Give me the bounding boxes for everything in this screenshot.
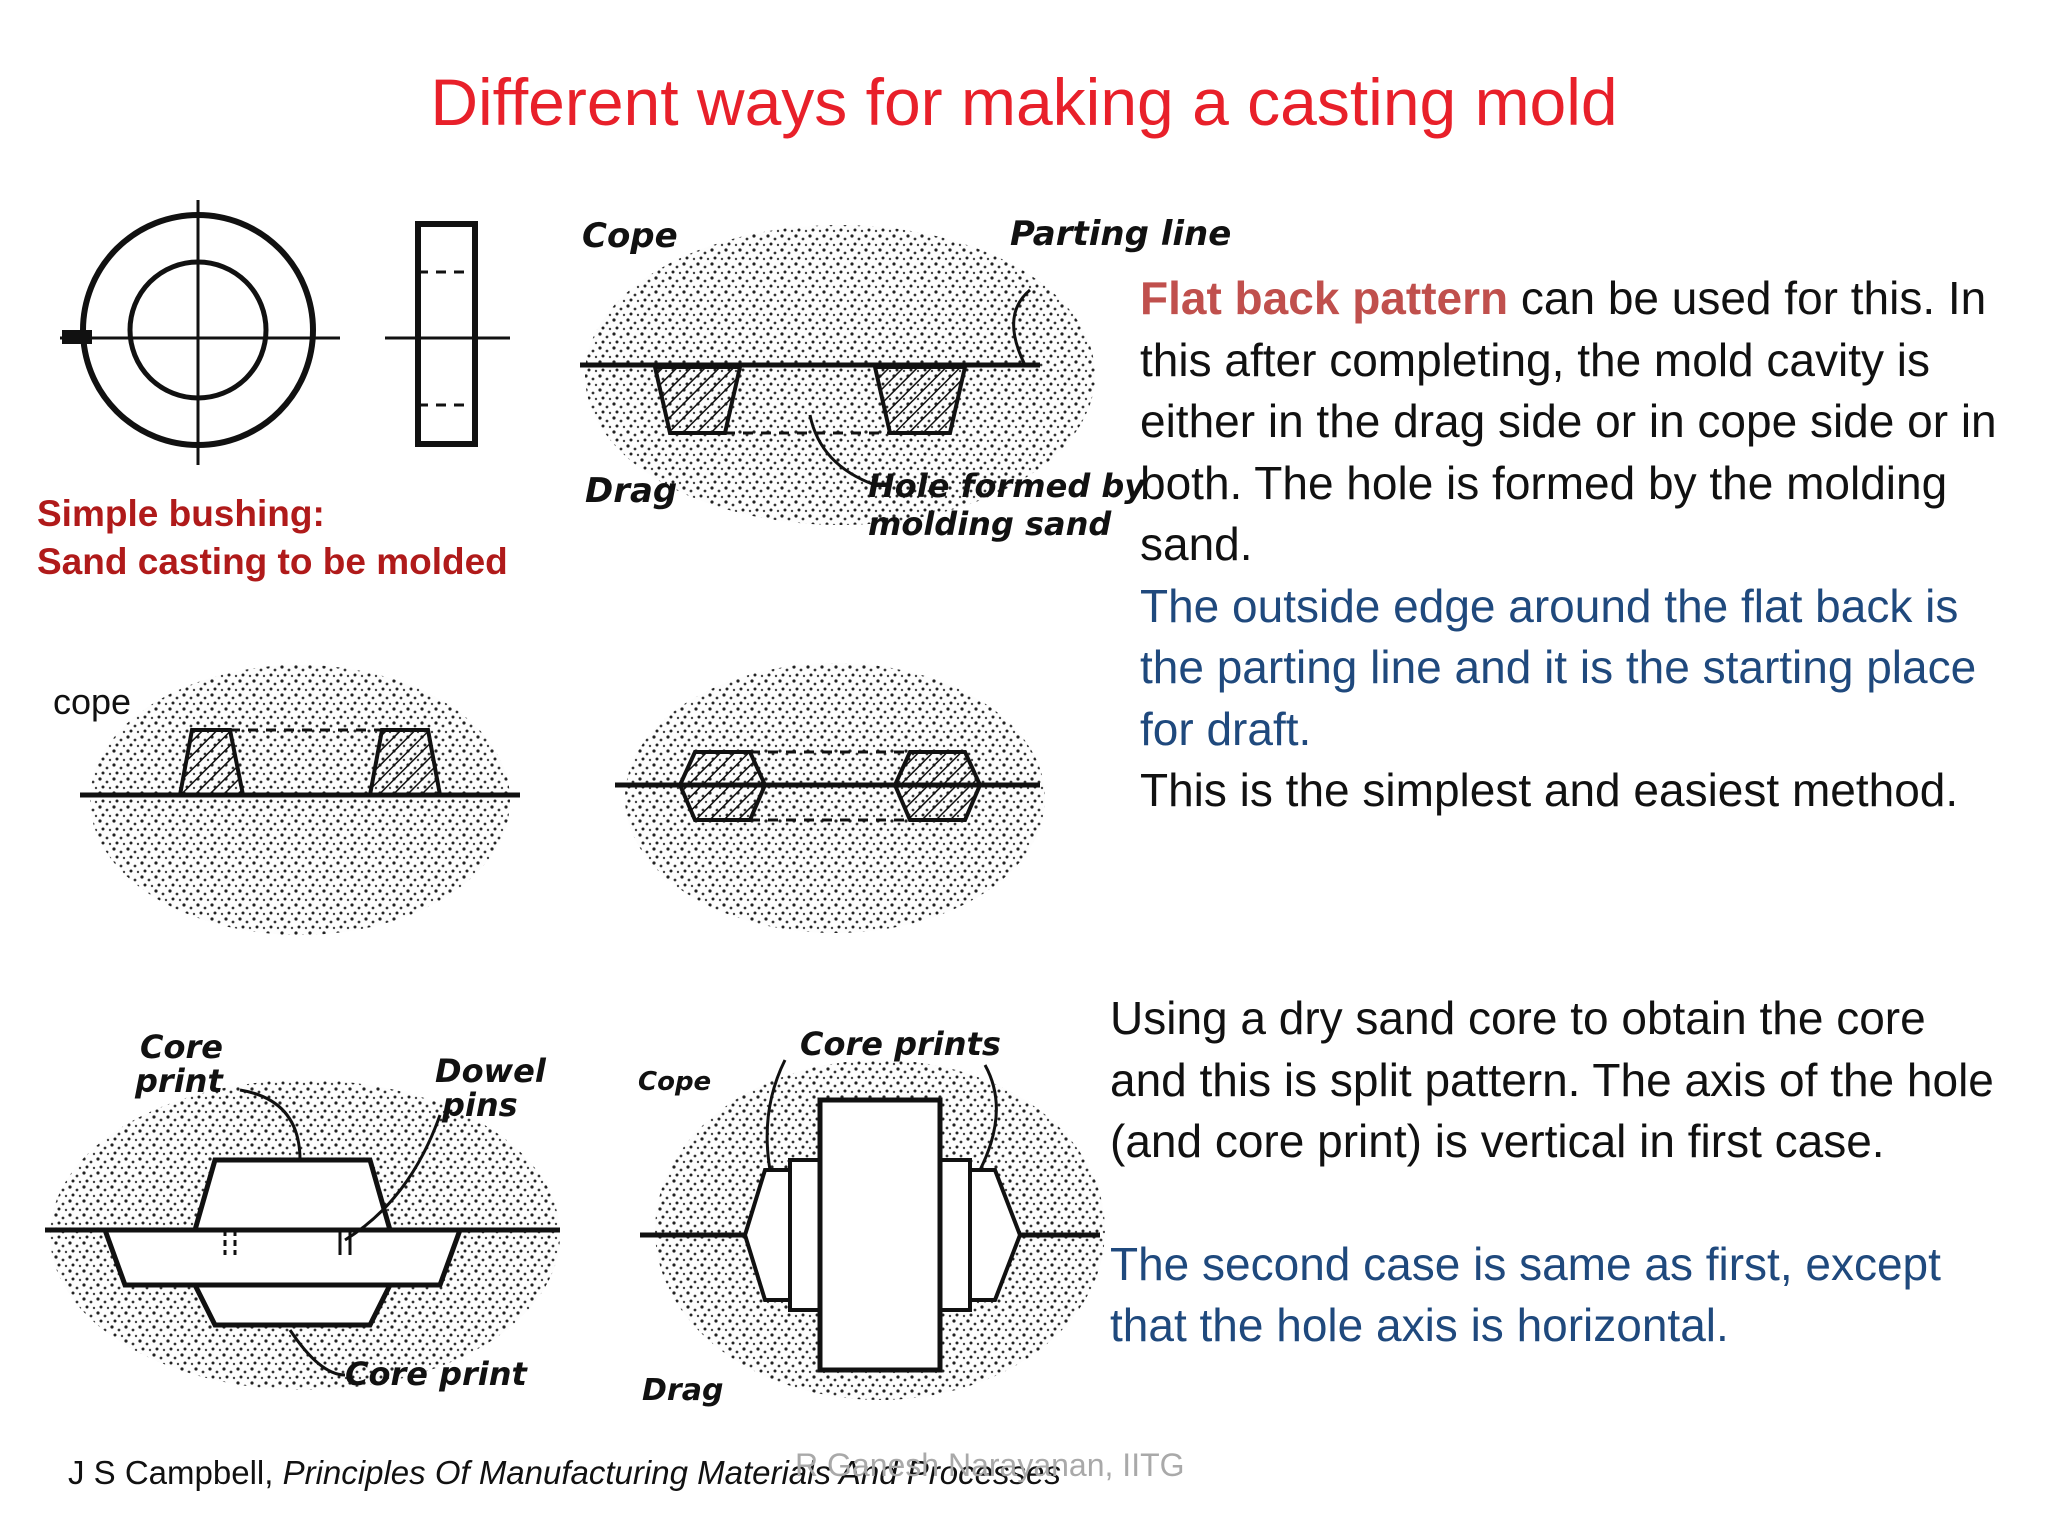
parting-line-note: The outside edge around the flat back is… bbox=[1140, 579, 1977, 755]
second-case-note: The second case is same as first, except… bbox=[1110, 1237, 1941, 1352]
watermark: R Ganesh Narayanan, IITG bbox=[795, 1447, 1185, 1483]
drag-label: Drag bbox=[585, 471, 677, 511]
cope-small-label: cope bbox=[53, 681, 132, 722]
flat-back-alt-drawing bbox=[80, 665, 520, 935]
split-pattern-description: Using a dry sand core to obtain the core… bbox=[1110, 988, 2010, 1357]
cope-label: Cope bbox=[582, 216, 678, 256]
citation-book: Principles Of Manufacturing Materials An… bbox=[282, 1454, 1061, 1491]
parting-line-label: Parting line bbox=[1010, 214, 1231, 254]
hole-formed-label: Hole formed by bbox=[868, 467, 1146, 505]
split-pattern-body: Using a dry sand core to obtain the core… bbox=[1110, 992, 1994, 1167]
split-pattern-hex-drawing bbox=[615, 663, 1045, 933]
molding-sand-label: molding sand bbox=[868, 505, 1112, 543]
horizontal-core-drawing: Core prints Cope Drag bbox=[638, 1025, 1105, 1408]
simplest-method-note: This is the simplest and easiest method. bbox=[1140, 764, 1959, 816]
flat-back-highlight: Flat back pattern bbox=[1140, 272, 1509, 324]
flat-back-description: Flat back pattern can be used for this. … bbox=[1140, 268, 2010, 822]
cope-b-label: Cope bbox=[638, 1067, 711, 1097]
flat-back-body: can be used for this. In this after comp… bbox=[1140, 272, 1997, 570]
flat-back-mold-drawing: Cope Parting line Drag Hole formed by mo… bbox=[580, 214, 1231, 543]
dowel-label: Dowel bbox=[435, 1052, 547, 1090]
vertical-core-drawing: Core print Dowel pins Core print bbox=[45, 1028, 560, 1393]
core-prints-label: Core prints bbox=[800, 1025, 1001, 1063]
bushing-caption: Simple bushing: Sand casting to be molde… bbox=[37, 490, 508, 586]
core-print-label-b: print bbox=[134, 1062, 224, 1100]
citation-author: J S Campbell, bbox=[68, 1454, 283, 1491]
drag-b-label: Drag bbox=[642, 1373, 723, 1408]
caption-line-1: Simple bushing: bbox=[37, 493, 325, 534]
core-print-bottom-label: Core print bbox=[345, 1355, 529, 1393]
pins-label: pins bbox=[441, 1086, 518, 1124]
caption-line-2: Sand casting to be molded bbox=[37, 541, 508, 582]
citation: J S Campbell, Principles Of Manufacturin… bbox=[68, 1454, 1061, 1492]
bushing-drawing bbox=[60, 200, 510, 465]
slide-title: Different ways for making a casting mold bbox=[430, 65, 1618, 139]
core-print-label-a: Core bbox=[140, 1028, 223, 1066]
